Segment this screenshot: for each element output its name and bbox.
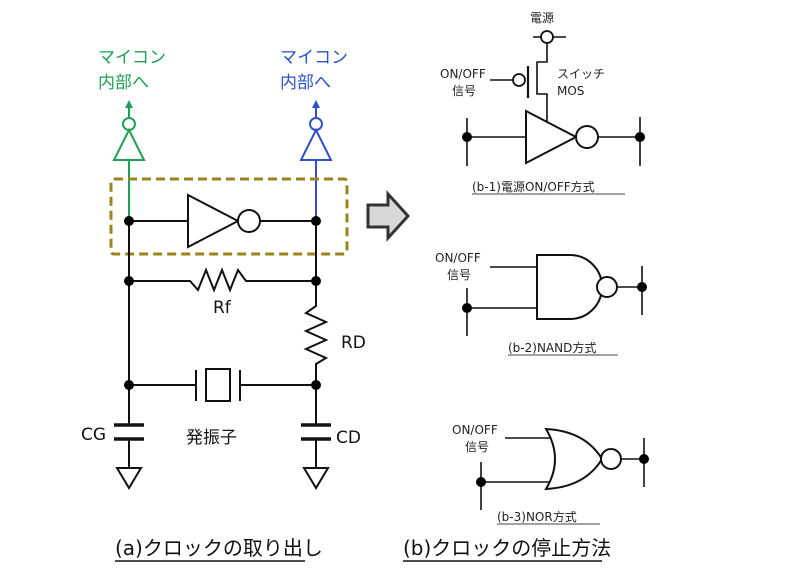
green-output-buffer: マイコン 内部へ [98,48,166,222]
blue-buffer-triangle [299,127,333,161]
caption-b: (b)クロックの停止方法 [403,536,611,560]
junction-dot [124,216,134,226]
mcu-boundary-dashed-box [109,177,349,256]
junction-dot [124,380,134,390]
inverter-triangle [187,193,241,249]
b3-caption: (b-3)NOR方式 [497,509,577,524]
main-inverter [129,193,316,249]
junction-dot [124,276,134,286]
b2-caption: (b-2)NAND方式 [508,340,596,355]
junction-dot [639,454,649,464]
junction-dot [311,380,321,390]
nor-gate [544,427,604,491]
cg-capacitor: CG [81,385,144,490]
junction-dot [311,276,321,286]
blue-output-buffer: マイコン 内部へ [280,48,348,222]
junction-dot [635,132,645,142]
power-terminal-icon [540,30,554,44]
rd-label: RD [341,333,366,353]
junction-dot [462,303,472,313]
green-label-line2: 内部へ [98,73,149,93]
nor-bubble [600,448,622,470]
b2-nand-circuit: ON/OFF 信号 (b-2)NAND方式 [435,251,647,356]
switch-label-line1: スイッチ [557,67,605,81]
crystal-label: 発振子 [186,428,237,448]
green-arrow-head-icon [125,100,133,108]
nand-gate [536,254,603,320]
b2-onoff-line2: 信号 [447,268,471,282]
blue-label-line2: 内部へ [280,73,331,93]
junction-dot [637,282,647,292]
rd-resistor: RD [303,281,366,385]
cd-capacitor: CD [301,385,361,490]
b3-onoff-line2: 信号 [465,440,489,454]
green-label-line1: マイコン [98,48,166,68]
junction-dot [476,477,486,487]
cg-label: CG [81,425,106,445]
b1-inverter-triangle [525,109,579,165]
crystal-oscillator: 発振子 [129,368,316,448]
b1-onoff-line2: 信号 [452,84,476,98]
b1-power-onoff-circuit: 電源 ON/OFF 信号 スイッチ MOS (b-1)電源ON/OFF方式 [440,11,645,195]
ground-icon [302,467,330,490]
right-arrow-icon [366,190,411,242]
nand-bubble [596,276,618,298]
b1-onoff-line1: ON/OFF [440,67,486,81]
inverter-bubble [237,209,261,233]
b1-caption: (b-1)電源ON/OFF方式 [472,179,595,194]
b3-onoff-line1: ON/OFF [452,423,498,437]
rf-resistor: Rf [129,267,316,318]
cd-label: CD [336,428,361,448]
ground-icon [115,467,143,490]
junction-dot [462,132,472,142]
caption-a: (a)クロックの取り出し [115,536,323,560]
rf-label: Rf [213,298,232,318]
junction-dot [311,216,321,226]
b1-inverter-bubble [575,125,599,149]
green-buffer-triangle [112,127,146,161]
blue-arrow-head-icon [312,100,320,108]
switch-label-line2: MOS [557,84,584,98]
blue-label-line1: マイコン [280,48,348,68]
power-label: 電源 [530,11,554,25]
b2-onoff-line1: ON/OFF [435,251,481,265]
b3-nor-circuit: ON/OFF 信号 (b-3)NOR方式 [452,423,649,525]
mos-gate-bubble [512,73,526,87]
